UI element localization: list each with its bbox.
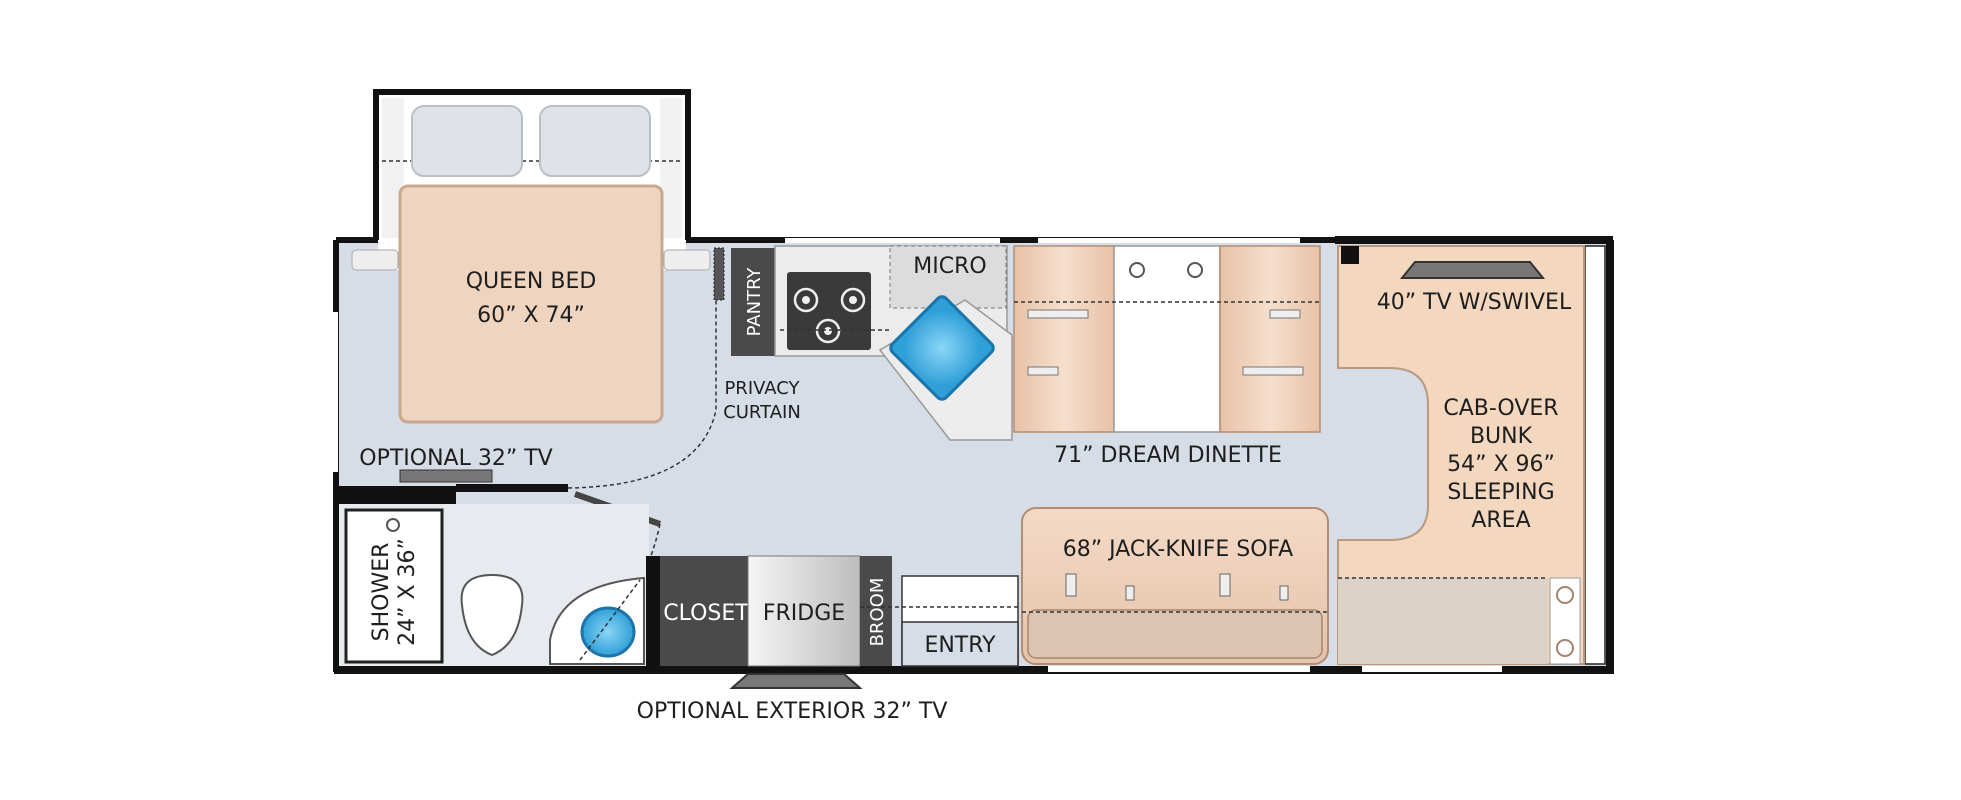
queen-bed-label: QUEEN BED (466, 269, 597, 294)
sofa-belt-1 (1065, 573, 1077, 597)
closet-label: CLOSET (663, 601, 749, 626)
micro-label: MICRO (913, 254, 986, 279)
queen-bed (398, 184, 664, 424)
sofa-belt-4 (1279, 585, 1289, 601)
dinette-knob-1 (1129, 262, 1145, 278)
entry-step-lower (901, 621, 1019, 667)
sink-basin (889, 295, 995, 401)
exterior-tv-icon (729, 673, 863, 689)
cab-over-label-4: SLEEPING (1447, 480, 1554, 505)
tv-swivel-label: 40” TV W/SWIVEL (1377, 290, 1572, 315)
window-bottom-2 (1362, 666, 1502, 672)
burner-1-inner (802, 296, 810, 304)
vanity-dashed-line (579, 579, 641, 661)
seatbelt-3 (1269, 309, 1301, 319)
burner-3 (815, 318, 841, 344)
cab-seat-area (1338, 578, 1548, 664)
sofa-cushion (1027, 609, 1323, 659)
sofa-belt-3 (1219, 573, 1231, 597)
cab-corner (1341, 246, 1359, 264)
tv-swivel-icon (1399, 261, 1546, 279)
bed-side-left (351, 249, 399, 271)
optional-tv-label: OPTIONAL 32” TV (359, 446, 552, 471)
cab-over-label-3: 54” X 96” (1447, 452, 1555, 477)
pillow-left (411, 105, 523, 177)
seatbelt-2 (1027, 366, 1059, 376)
burner-3-inner (824, 327, 832, 335)
dinette-knob-2 (1187, 262, 1203, 278)
dinette-seat-right (1219, 245, 1321, 433)
window-top-2 (1038, 238, 1300, 243)
cab-over-label-1: CAB-OVER (1443, 396, 1558, 421)
dinette-seat-left (1013, 245, 1115, 433)
closet (650, 556, 748, 666)
broom-label: BROOM (867, 578, 888, 647)
optional-exterior-tv-label: OPTIONAL EXTERIOR 32” TV (637, 699, 948, 724)
cab-over-label-2: BUNK (1470, 424, 1533, 449)
slideout-side-right (660, 98, 682, 238)
dinette-table (1113, 245, 1221, 433)
sofa-belt-2 (1125, 585, 1135, 601)
dream-dinette-label: 71” DREAM DINETTE (1054, 443, 1282, 468)
shower (344, 508, 444, 664)
window-bottom (1048, 666, 1310, 672)
dash-panel (1549, 577, 1581, 665)
privacy-curtain-label-2: CURTAIN (723, 402, 801, 423)
privacy-curtain-rail (713, 247, 725, 301)
pantry-label: PANTRY (744, 267, 765, 337)
fridge-label: FRIDGE (763, 601, 845, 626)
cab-over-label-5: AREA (1471, 508, 1530, 533)
burner-1 (793, 287, 819, 313)
pantry (731, 248, 775, 356)
fridge (747, 555, 861, 667)
seatbelt-1 (1027, 309, 1089, 319)
entry-label: ENTRY (924, 633, 996, 658)
window-left (333, 312, 338, 472)
window-top (785, 238, 1000, 243)
seatbelt-4 (1242, 366, 1304, 376)
microwave (889, 245, 1007, 309)
broom-closet (860, 556, 892, 666)
shower-label-1: SHOWER (369, 543, 394, 642)
burner-2-inner (849, 296, 857, 304)
toilet (460, 573, 524, 657)
shower-label-2: 24” X 36” (395, 538, 420, 646)
queen-bed-size: 60” X 74” (477, 303, 585, 328)
dash-knob-1 (1556, 586, 1574, 604)
cab-over-bunk (1337, 245, 1585, 665)
slideout-wall (373, 89, 691, 240)
burner-2 (840, 287, 866, 313)
vanity-sink (580, 606, 636, 658)
cooktop (787, 272, 871, 350)
pillow-right (539, 105, 651, 177)
bed-side-right (663, 249, 711, 271)
shower-drain (386, 518, 400, 532)
windshield (1584, 245, 1606, 665)
interior-tv-icon (399, 469, 493, 483)
jack-knife-sofa-label: 68” JACK-KNIFE SOFA (1063, 537, 1293, 562)
bath-wall (336, 486, 456, 504)
closet-post (646, 556, 660, 668)
privacy-curtain-label-1: PRIVACY (724, 378, 800, 399)
dash-knob-2 (1556, 639, 1574, 657)
